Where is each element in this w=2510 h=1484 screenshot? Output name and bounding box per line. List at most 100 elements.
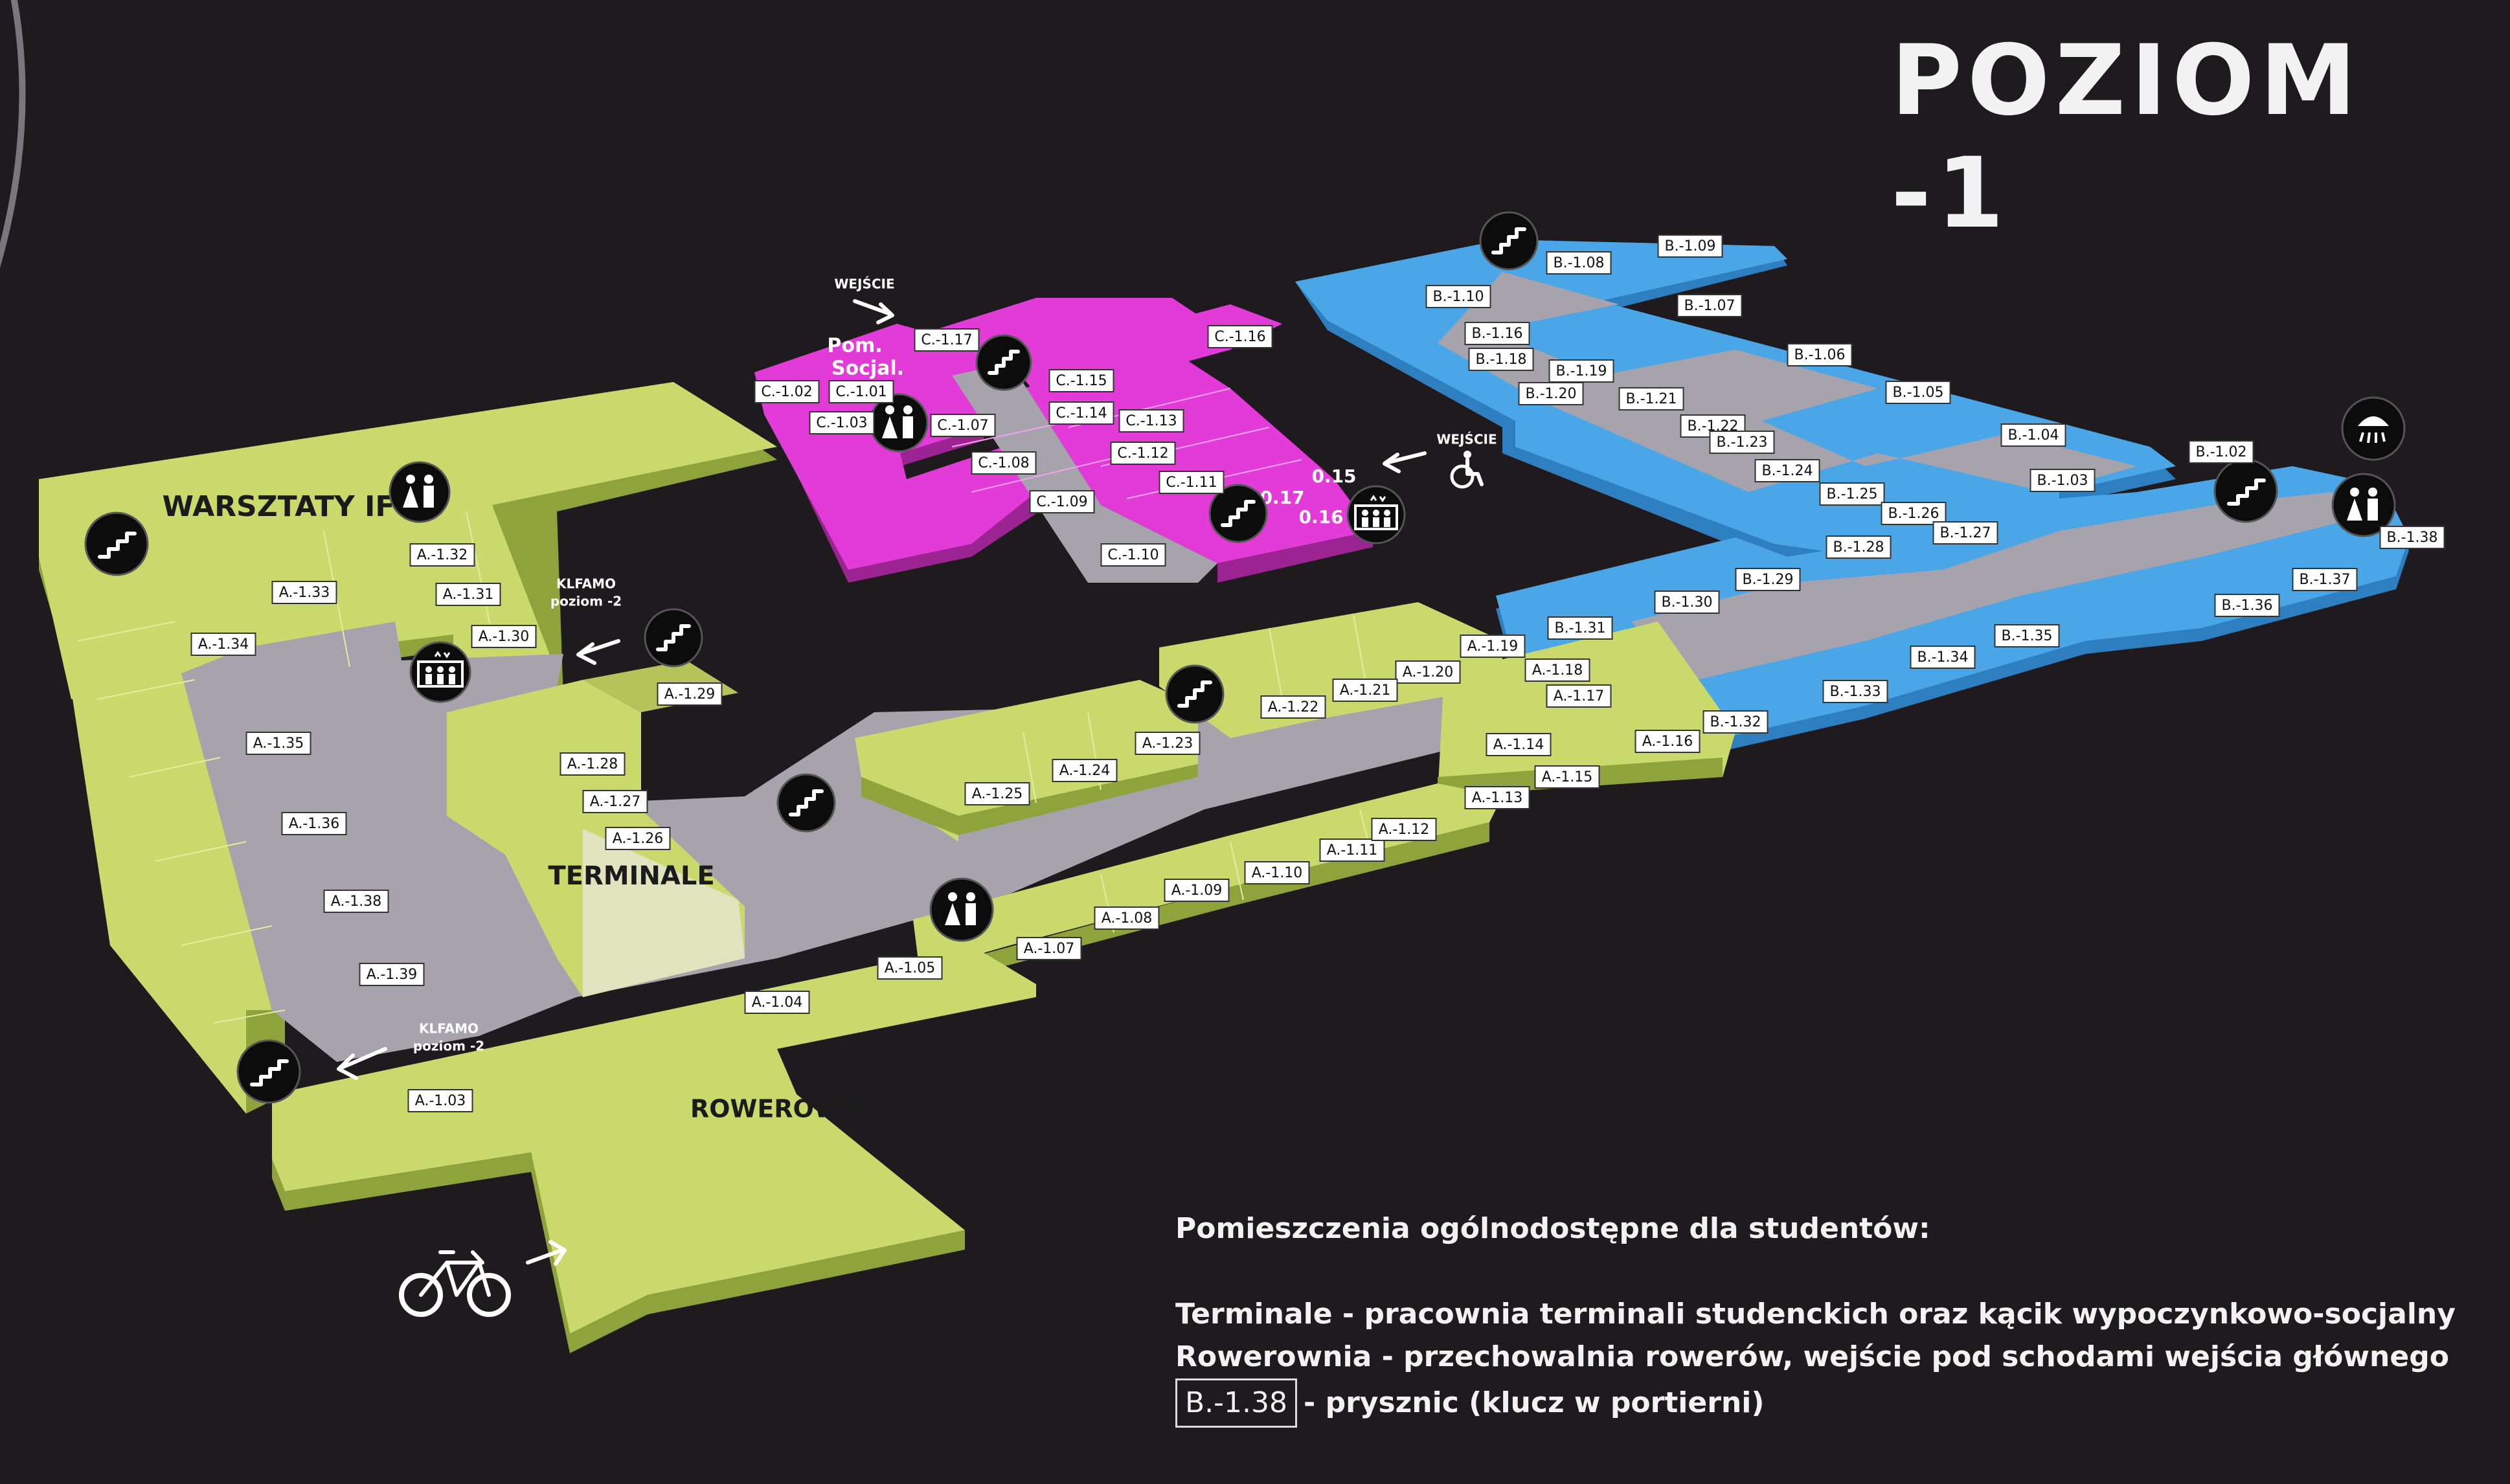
room-label-box — [1319, 838, 1385, 862]
label-klfamo-2-level: poziom -2 — [413, 1039, 484, 1054]
wing-a-west — [65, 570, 272, 1114]
label-elev-015: 0.15 — [1311, 466, 1356, 487]
label-socjal: Socjal. — [831, 357, 904, 380]
room-label-text: A.-1.26 — [613, 831, 664, 847]
legend-terminale: Terminale - pracownia terminali studenck… — [1175, 1298, 2456, 1331]
room-label-text: C.-1.16 — [1214, 329, 1265, 345]
room-label-box — [605, 827, 671, 850]
label-wejscie-c: WEJŚCIE — [834, 276, 894, 292]
wing-a-rowerownia-side2 — [531, 1152, 965, 1353]
room-label: A.-1.20 — [1395, 660, 1461, 684]
room-label-text: B.-1.07 — [1684, 298, 1735, 314]
room-label: B.-1.05 — [1885, 381, 1951, 404]
room-label: A.-1.03 — [407, 1089, 473, 1112]
room-label-box — [1910, 646, 1976, 669]
room-label-box — [1118, 409, 1184, 433]
room-label-text: A.-1.08 — [1102, 910, 1153, 927]
label-elev-017: 0.17 — [1260, 487, 1304, 508]
wing-a-block-22 — [855, 680, 1198, 842]
room-label-text: B.-1.32 — [1710, 714, 1761, 730]
bicycle-icon — [399, 1250, 511, 1317]
room-label: A.-1.39 — [359, 963, 425, 986]
room-label: B.-1.28 — [1826, 535, 1892, 559]
room-label: A.-1.28 — [560, 752, 626, 776]
room-label: B.-1.26 — [1881, 502, 1947, 525]
room-label: B.-1.08 — [1546, 251, 1612, 275]
room-label: B.-1.36 — [2214, 594, 2280, 617]
room-label-box — [971, 451, 1037, 475]
legend-shower-room: B.-1.38 — [1175, 1378, 1298, 1428]
label-elev-016: 0.16 — [1298, 506, 1343, 528]
stairs-icon — [776, 773, 836, 833]
wing-c-corridor — [952, 363, 1217, 583]
room-label: A.-1.04 — [744, 991, 810, 1014]
room-label-box — [1464, 786, 1530, 809]
room-label: A.-1.35 — [245, 732, 311, 755]
room-label-box — [828, 380, 894, 403]
shower-icon — [2341, 396, 2406, 461]
toilet-icon — [389, 461, 451, 523]
room-label-text: A.-1.19 — [1467, 638, 1519, 655]
room-label-text: A.-1.28 — [567, 756, 618, 772]
room-label-text: A.-1.39 — [367, 967, 418, 983]
room-label: C.-1.14 — [1048, 401, 1114, 425]
room-label-text: A.-1.16 — [1642, 734, 1693, 750]
room-label-text: A.-1.11 — [1327, 842, 1378, 859]
room-label: A.-1.38 — [323, 890, 389, 913]
room-label-text: B.-1.25 — [1826, 486, 1877, 502]
room-label-text: A.-1.31 — [443, 587, 494, 603]
legend-heading: Pomieszczenia ogólnodostępne dla student… — [1175, 1212, 1930, 1245]
room-label-box — [1244, 861, 1310, 884]
room-label: C.-1.01 — [828, 380, 894, 403]
room-label: B.-1.03 — [2029, 469, 2096, 492]
room-label-box — [1677, 294, 1743, 317]
room-label-text: A.-1.33 — [279, 585, 330, 601]
room-label-box — [1546, 684, 1612, 708]
toilet-icon — [929, 877, 994, 942]
room-label-box — [1932, 521, 1998, 545]
room-label-text: B.-1.29 — [1742, 572, 1793, 588]
room-label: B.-1.30 — [1654, 590, 1720, 614]
room-label-text: B.-1.30 — [1661, 594, 1712, 611]
room-label-text: C.-1.02 — [761, 384, 812, 400]
room-label-box — [1885, 381, 1951, 404]
wing-c-upper — [913, 298, 1211, 382]
room-label-box — [1524, 658, 1590, 682]
room-label-text: B.-1.24 — [1761, 463, 1813, 479]
room-label: B.-1.07 — [1677, 294, 1743, 317]
room-label-box — [2292, 568, 2358, 591]
room-label: A.-1.29 — [657, 682, 723, 706]
room-label-box — [1881, 502, 1947, 525]
room-label-text: A.-1.34 — [198, 636, 249, 653]
room-label-text: A.-1.13 — [1472, 790, 1523, 806]
legend: Pomieszczenia ogólnodostępne dla student… — [1175, 1208, 2470, 1428]
room-label: A.-1.09 — [1164, 879, 1230, 902]
room-label-box — [1709, 431, 1775, 454]
room-label-box — [409, 543, 475, 567]
room-label-box — [1207, 325, 1273, 348]
room-label-box — [2188, 440, 2254, 464]
room-label-text: B.-1.20 — [1525, 386, 1576, 402]
room-label-box — [1754, 459, 1820, 482]
room-label-box — [1425, 285, 1491, 308]
room-label-text: A.-1.09 — [1171, 883, 1223, 899]
room-label: A.-1.30 — [471, 625, 537, 648]
room-label-box — [471, 625, 537, 648]
room-label-text: C.-1.01 — [835, 384, 887, 400]
room-label-box — [1994, 624, 2060, 647]
room-label-text: A.-1.03 — [415, 1093, 466, 1109]
room-label-box — [2379, 526, 2445, 549]
room-label: A.-1.08 — [1094, 906, 1160, 930]
room-label: C.-1.10 — [1100, 543, 1166, 567]
wing-a-north-top — [39, 382, 777, 699]
terminale-floor — [583, 829, 745, 997]
room-label: C.-1.15 — [1048, 369, 1114, 392]
room-label-text: C.-1.09 — [1036, 494, 1087, 510]
room-label-text: B.-1.10 — [1432, 289, 1484, 305]
room-label-text: A.-1.35 — [253, 736, 304, 752]
label-terminale: TERMINALE — [548, 861, 714, 891]
room-label-box — [1547, 616, 1613, 640]
room-label-text: A.-1.18 — [1532, 662, 1583, 679]
arrow-icon — [576, 639, 620, 665]
